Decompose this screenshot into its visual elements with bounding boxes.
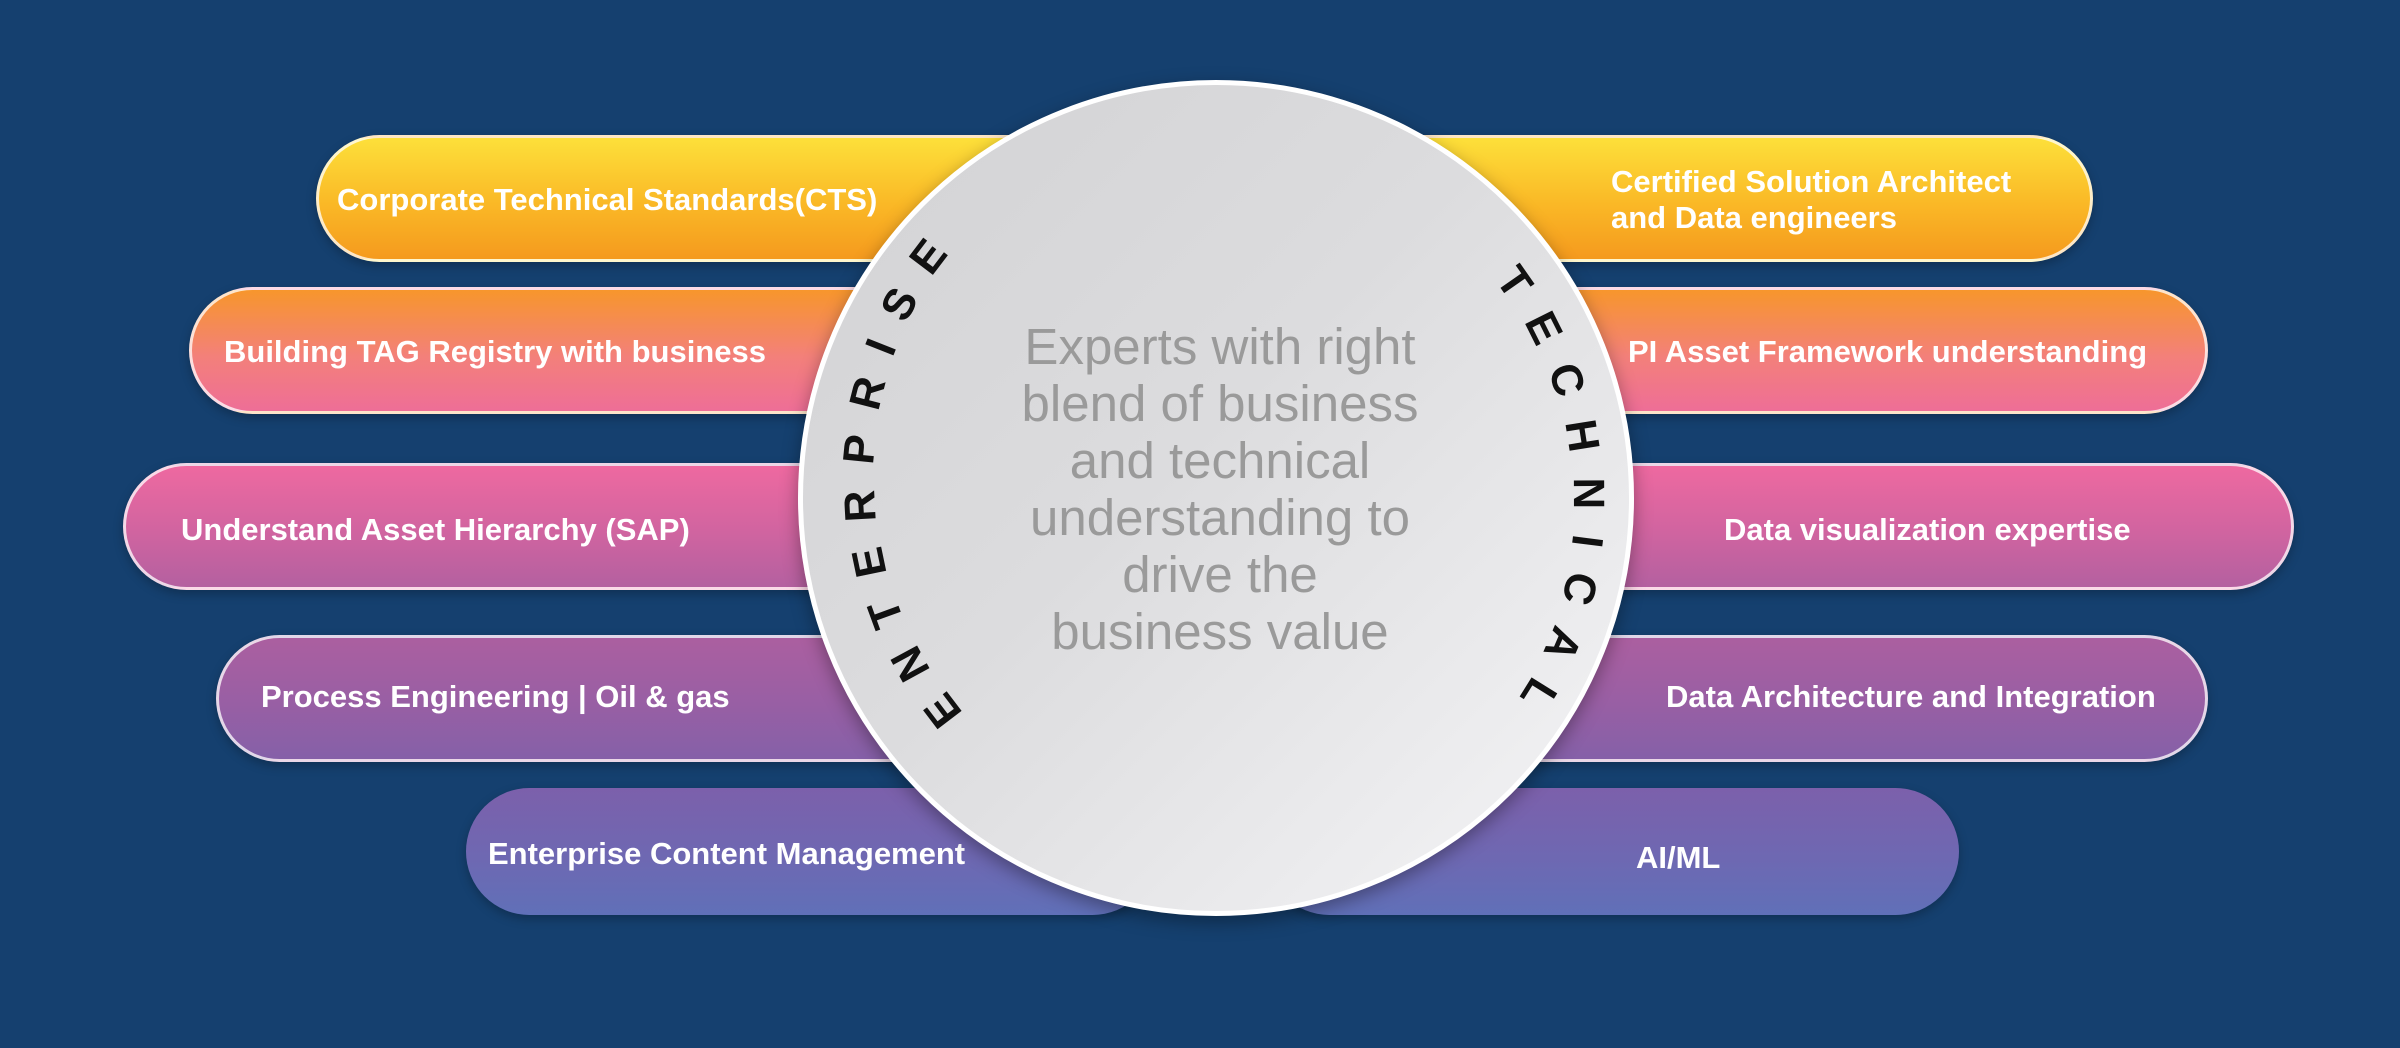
center-text-line: blend of business	[1021, 375, 1419, 432]
center-description: Experts with right blend of business and…	[975, 318, 1465, 660]
enterprise-item-label: Understand Asset Hierarchy (SAP)	[181, 512, 690, 547]
enterprise-item-label: Enterprise Content Management	[488, 836, 966, 871]
technical-item-label: Data Architecture and Integration	[1666, 679, 2156, 714]
center-text-line: understanding to	[1030, 489, 1410, 546]
center-circle	[798, 80, 1634, 916]
enterprise-item-label: Building TAG Registry with business	[224, 334, 766, 369]
technical-item-label: Certified Solution Architect and Data en…	[1611, 164, 2012, 235]
technical-item-label: AI/ML	[1636, 840, 1721, 875]
center-text-line: Experts with right	[1024, 318, 1416, 375]
technical-item-label: PI Asset Framework understanding	[1628, 334, 2148, 369]
center-text-line: business value	[1051, 603, 1389, 660]
center-text-line: drive the	[1122, 546, 1318, 603]
enterprise-item-label: Process Engineering | Oil & gas	[261, 679, 730, 714]
center-text-line: and technical	[1069, 432, 1371, 489]
enterprise-item-label: Corporate Technical Standards(CTS)	[337, 182, 878, 217]
technical-item-label: Data visualization expertise	[1724, 512, 2131, 547]
